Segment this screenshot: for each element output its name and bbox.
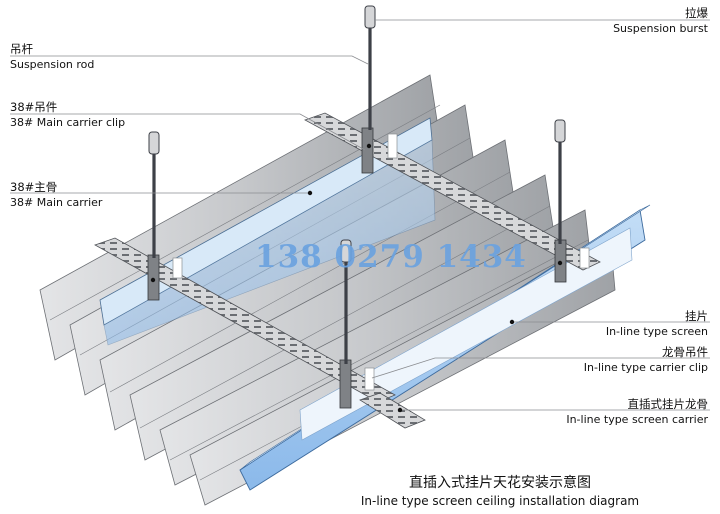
- label-inline-screen: 挂片 In-line type screen: [606, 309, 708, 339]
- screen-pale-face: [299, 227, 633, 441]
- label-zh: 直插式挂片龙骨: [627, 397, 709, 411]
- label-en: Suspension rod: [10, 58, 95, 71]
- leader-dots: [150, 143, 563, 413]
- leader-carrier-clip: [371, 357, 710, 379]
- leader-suspension-rod: [10, 55, 369, 65]
- label-main-carrier-clip: 38#吊件 38# Main carrier clip: [10, 100, 125, 130]
- main-carrier-channel: [304, 112, 601, 271]
- label-en: 38# Main carrier: [10, 196, 103, 209]
- main-carrier-channel: [94, 237, 396, 403]
- suspension-rod: [364, 5, 376, 130]
- main-carrier-clip: [147, 254, 160, 301]
- watermark-text: 138 0279 1434: [255, 239, 527, 275]
- label-en: In-line type screen carrier: [566, 413, 708, 426]
- label-suspension-burst: 拉爆 Suspension burst: [613, 6, 708, 36]
- inline-carrier-clip: [339, 359, 352, 409]
- label-en: In-line type carrier clip: [583, 361, 708, 374]
- leader-main-carrier-clip: [10, 113, 366, 151]
- main-carriers: [94, 112, 601, 429]
- label-suspension-rod: 吊杆 Suspension rod: [10, 42, 94, 72]
- suspension-rods: [148, 5, 566, 364]
- label-zh: 龙骨吊件: [662, 345, 708, 359]
- label-en: Suspension burst: [613, 22, 708, 35]
- label-zh: 38#吊件: [10, 100, 58, 114]
- main-carrier-channel: [359, 392, 426, 429]
- title-zh: 直插入式挂片天花安装示意图: [409, 475, 591, 491]
- label-zh: 38#主骨: [10, 180, 58, 194]
- label-carrier-clip: 龙骨吊件 In-line type carrier clip: [584, 345, 708, 375]
- label-zh: 挂片: [685, 309, 708, 323]
- label-en: 38# Main carrier clip: [10, 116, 126, 129]
- leader-lines: [10, 19, 710, 411]
- clip-tabs: [172, 133, 590, 391]
- label-main-carrier: 38#主骨 38# Main carrier: [10, 180, 102, 210]
- label-zh: 吊杆: [10, 42, 33, 56]
- label-zh: 拉爆: [685, 6, 708, 20]
- suspension-rod: [554, 119, 566, 244]
- title-en: In-line type screen ceiling installation…: [360, 494, 640, 508]
- watermark-phone: 138 0279 1434: [255, 239, 527, 275]
- suspension-rod: [340, 239, 352, 364]
- suspension-rod: [148, 131, 160, 258]
- label-en: In-line type screen: [605, 325, 708, 338]
- label-screen-carrier: 直插式挂片龙骨 In-line type screen carrier: [566, 397, 708, 427]
- main-carrier-clip: [361, 127, 374, 174]
- diagram-title: 直插入式挂片天花安装示意图 In-line type screen ceilin…: [350, 474, 650, 510]
